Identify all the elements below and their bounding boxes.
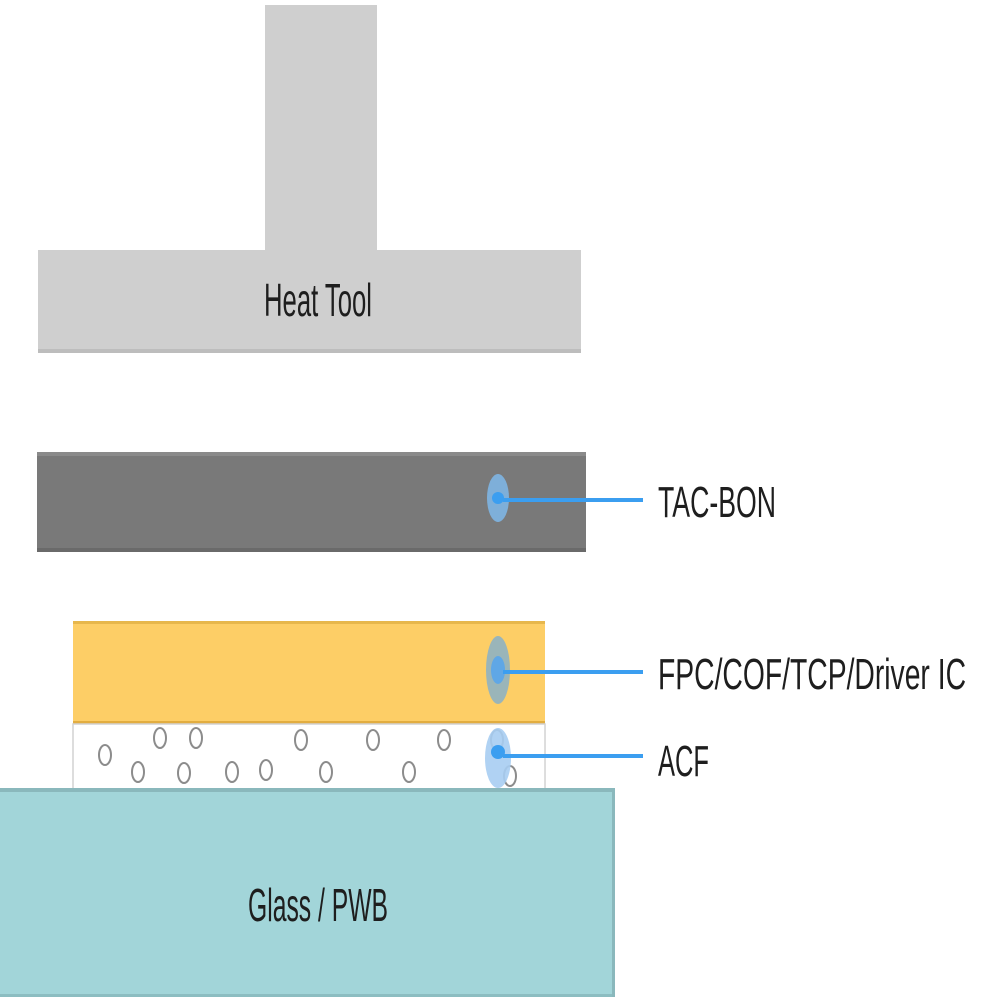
callout-tac-bon: TAC-BON <box>487 474 776 527</box>
substrate-label: Glass / PWB <box>248 879 388 931</box>
particle <box>319 761 333 783</box>
particle <box>153 727 167 749</box>
conductive-particles <box>98 727 517 787</box>
fpc-layer <box>73 621 545 724</box>
particle <box>189 727 203 749</box>
callout-fpc: FPC/COF/TCP/Driver IC <box>486 636 966 704</box>
particle <box>98 744 112 766</box>
particle <box>177 762 191 784</box>
heat-tool: Heat Tool <box>38 5 581 353</box>
particle <box>131 761 145 783</box>
particle <box>437 729 451 751</box>
heat-tool-head <box>38 250 581 352</box>
heat-tool-stem <box>265 5 377 255</box>
acf-layer <box>72 723 546 792</box>
particle <box>294 729 308 751</box>
particle <box>259 759 273 781</box>
callout-acf: ACF <box>485 728 709 788</box>
tac-bon-label: TAC-BON <box>658 478 776 527</box>
substrate: Glass / PWB <box>0 788 615 997</box>
fpc-label: FPC/COF/TCP/Driver IC <box>658 650 966 699</box>
particle <box>402 761 416 783</box>
acf-label: ACF <box>658 737 709 786</box>
particle <box>366 729 380 751</box>
particle <box>225 761 239 783</box>
heat-tool-label: Heat Tool <box>264 274 372 326</box>
